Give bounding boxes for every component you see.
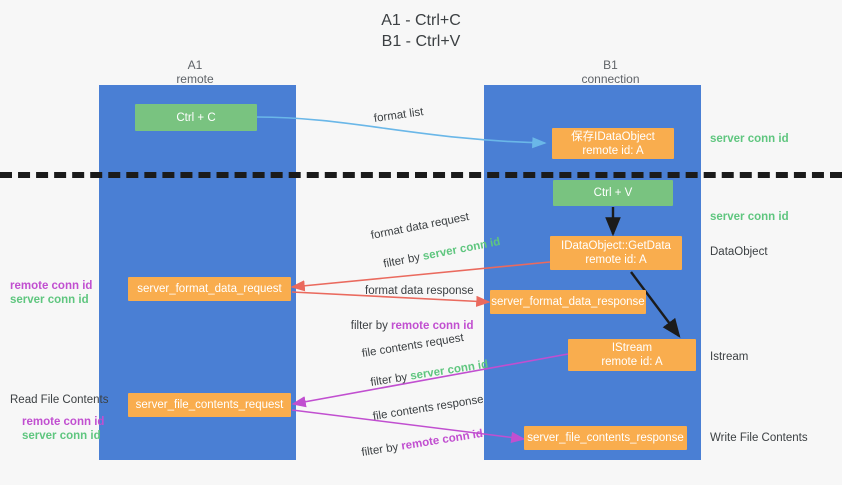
node-server-format-data-response-line1: server_format_data_response bbox=[491, 296, 645, 308]
lane-header-b1-subtitle: connection bbox=[581, 72, 640, 86]
annotation-istream: Istream bbox=[710, 351, 749, 363]
phase-divider bbox=[0, 172, 842, 178]
server-conn-id-text-1: server conn id bbox=[421, 235, 502, 263]
annotation-server-conn-id-mid: server conn id bbox=[710, 211, 789, 223]
lane-header-a1-name: A1 bbox=[187, 58, 203, 72]
annotation-left-remote-conn-id-2: remote conn id bbox=[22, 416, 105, 428]
node-idataobject-getdata-line1: IDataObject::GetData bbox=[561, 240, 671, 252]
node-ctrl-v[interactable]: Ctrl + V bbox=[553, 180, 673, 206]
filter-by-text-1: filter by bbox=[382, 250, 425, 271]
lane-header-b1: B1 connection bbox=[548, 58, 673, 86]
node-idataobject-getdata-line2: remote id: A bbox=[585, 254, 647, 266]
annotation-write-file-contents: Write File Contents bbox=[710, 432, 808, 444]
node-ctrl-c-line1: Ctrl + C bbox=[176, 111, 216, 124]
node-server-file-contents-response-line1: server_file_contents_response bbox=[527, 432, 684, 444]
filter-by-text-3: filter by bbox=[369, 370, 412, 389]
edge-label-format-list: format list bbox=[373, 106, 425, 125]
node-server-format-data-response[interactable]: server_format_data_response bbox=[490, 290, 646, 314]
edge-filter-format-data-response: filter by remote conn id bbox=[338, 305, 474, 347]
node-idataobject-getdata[interactable]: IDataObject::GetData remote id: A bbox=[550, 236, 682, 270]
filter-by-text-4: filter by bbox=[360, 440, 403, 459]
filter-by-text-2: filter by bbox=[350, 320, 392, 332]
edge-filter-file-contents-response: filter by remote conn id bbox=[346, 413, 486, 476]
node-ctrl-v-line1: Ctrl + V bbox=[593, 187, 633, 199]
annotation-left-remote-conn-id-1: remote conn id bbox=[10, 280, 93, 292]
lane-header-a1: A1 remote bbox=[135, 58, 255, 86]
annotation-read-file-contents: Read File Contents bbox=[10, 394, 109, 406]
annotation-server-conn-id-top: server conn id bbox=[710, 133, 789, 145]
lane-header-b1-name: B1 bbox=[603, 58, 618, 72]
node-save-idataobject-line2: remote id: A bbox=[582, 144, 644, 157]
node-istream-line2: remote id: A bbox=[601, 356, 663, 368]
node-save-idataobject[interactable]: 保存IDataObject remote id: A bbox=[552, 128, 674, 159]
node-server-file-contents-request[interactable]: server_file_contents_request bbox=[128, 393, 291, 417]
page-title: A1 - Ctrl+C B1 - Ctrl+V bbox=[381, 12, 461, 50]
node-istream[interactable]: IStream remote id: A bbox=[568, 339, 696, 371]
node-server-file-contents-request-line1: server_file_contents_request bbox=[135, 399, 284, 411]
node-server-format-data-request-line1: server_format_data_request bbox=[137, 283, 282, 295]
annotation-dataobject: DataObject bbox=[710, 246, 768, 258]
server-conn-id-text-3: server conn id bbox=[409, 358, 489, 383]
annotation-left-server-conn-id-1: server conn id bbox=[10, 294, 89, 306]
node-save-idataobject-line1: 保存IDataObject bbox=[571, 130, 655, 143]
node-server-file-contents-response[interactable]: server_file_contents_response bbox=[524, 426, 687, 450]
remote-conn-id-text-2: remote conn id bbox=[391, 320, 474, 332]
remote-conn-id-text-4: remote conn id bbox=[400, 427, 484, 453]
node-server-format-data-request[interactable]: server_format_data_request bbox=[128, 277, 291, 301]
lane-header-a1-subtitle: remote bbox=[176, 72, 214, 86]
edge-label-format-data-response: format data response bbox=[365, 285, 474, 297]
annotation-left-server-conn-id-2: server conn id bbox=[22, 430, 101, 442]
node-istream-line1: IStream bbox=[611, 342, 653, 354]
node-ctrl-c[interactable]: Ctrl + C bbox=[135, 104, 257, 131]
